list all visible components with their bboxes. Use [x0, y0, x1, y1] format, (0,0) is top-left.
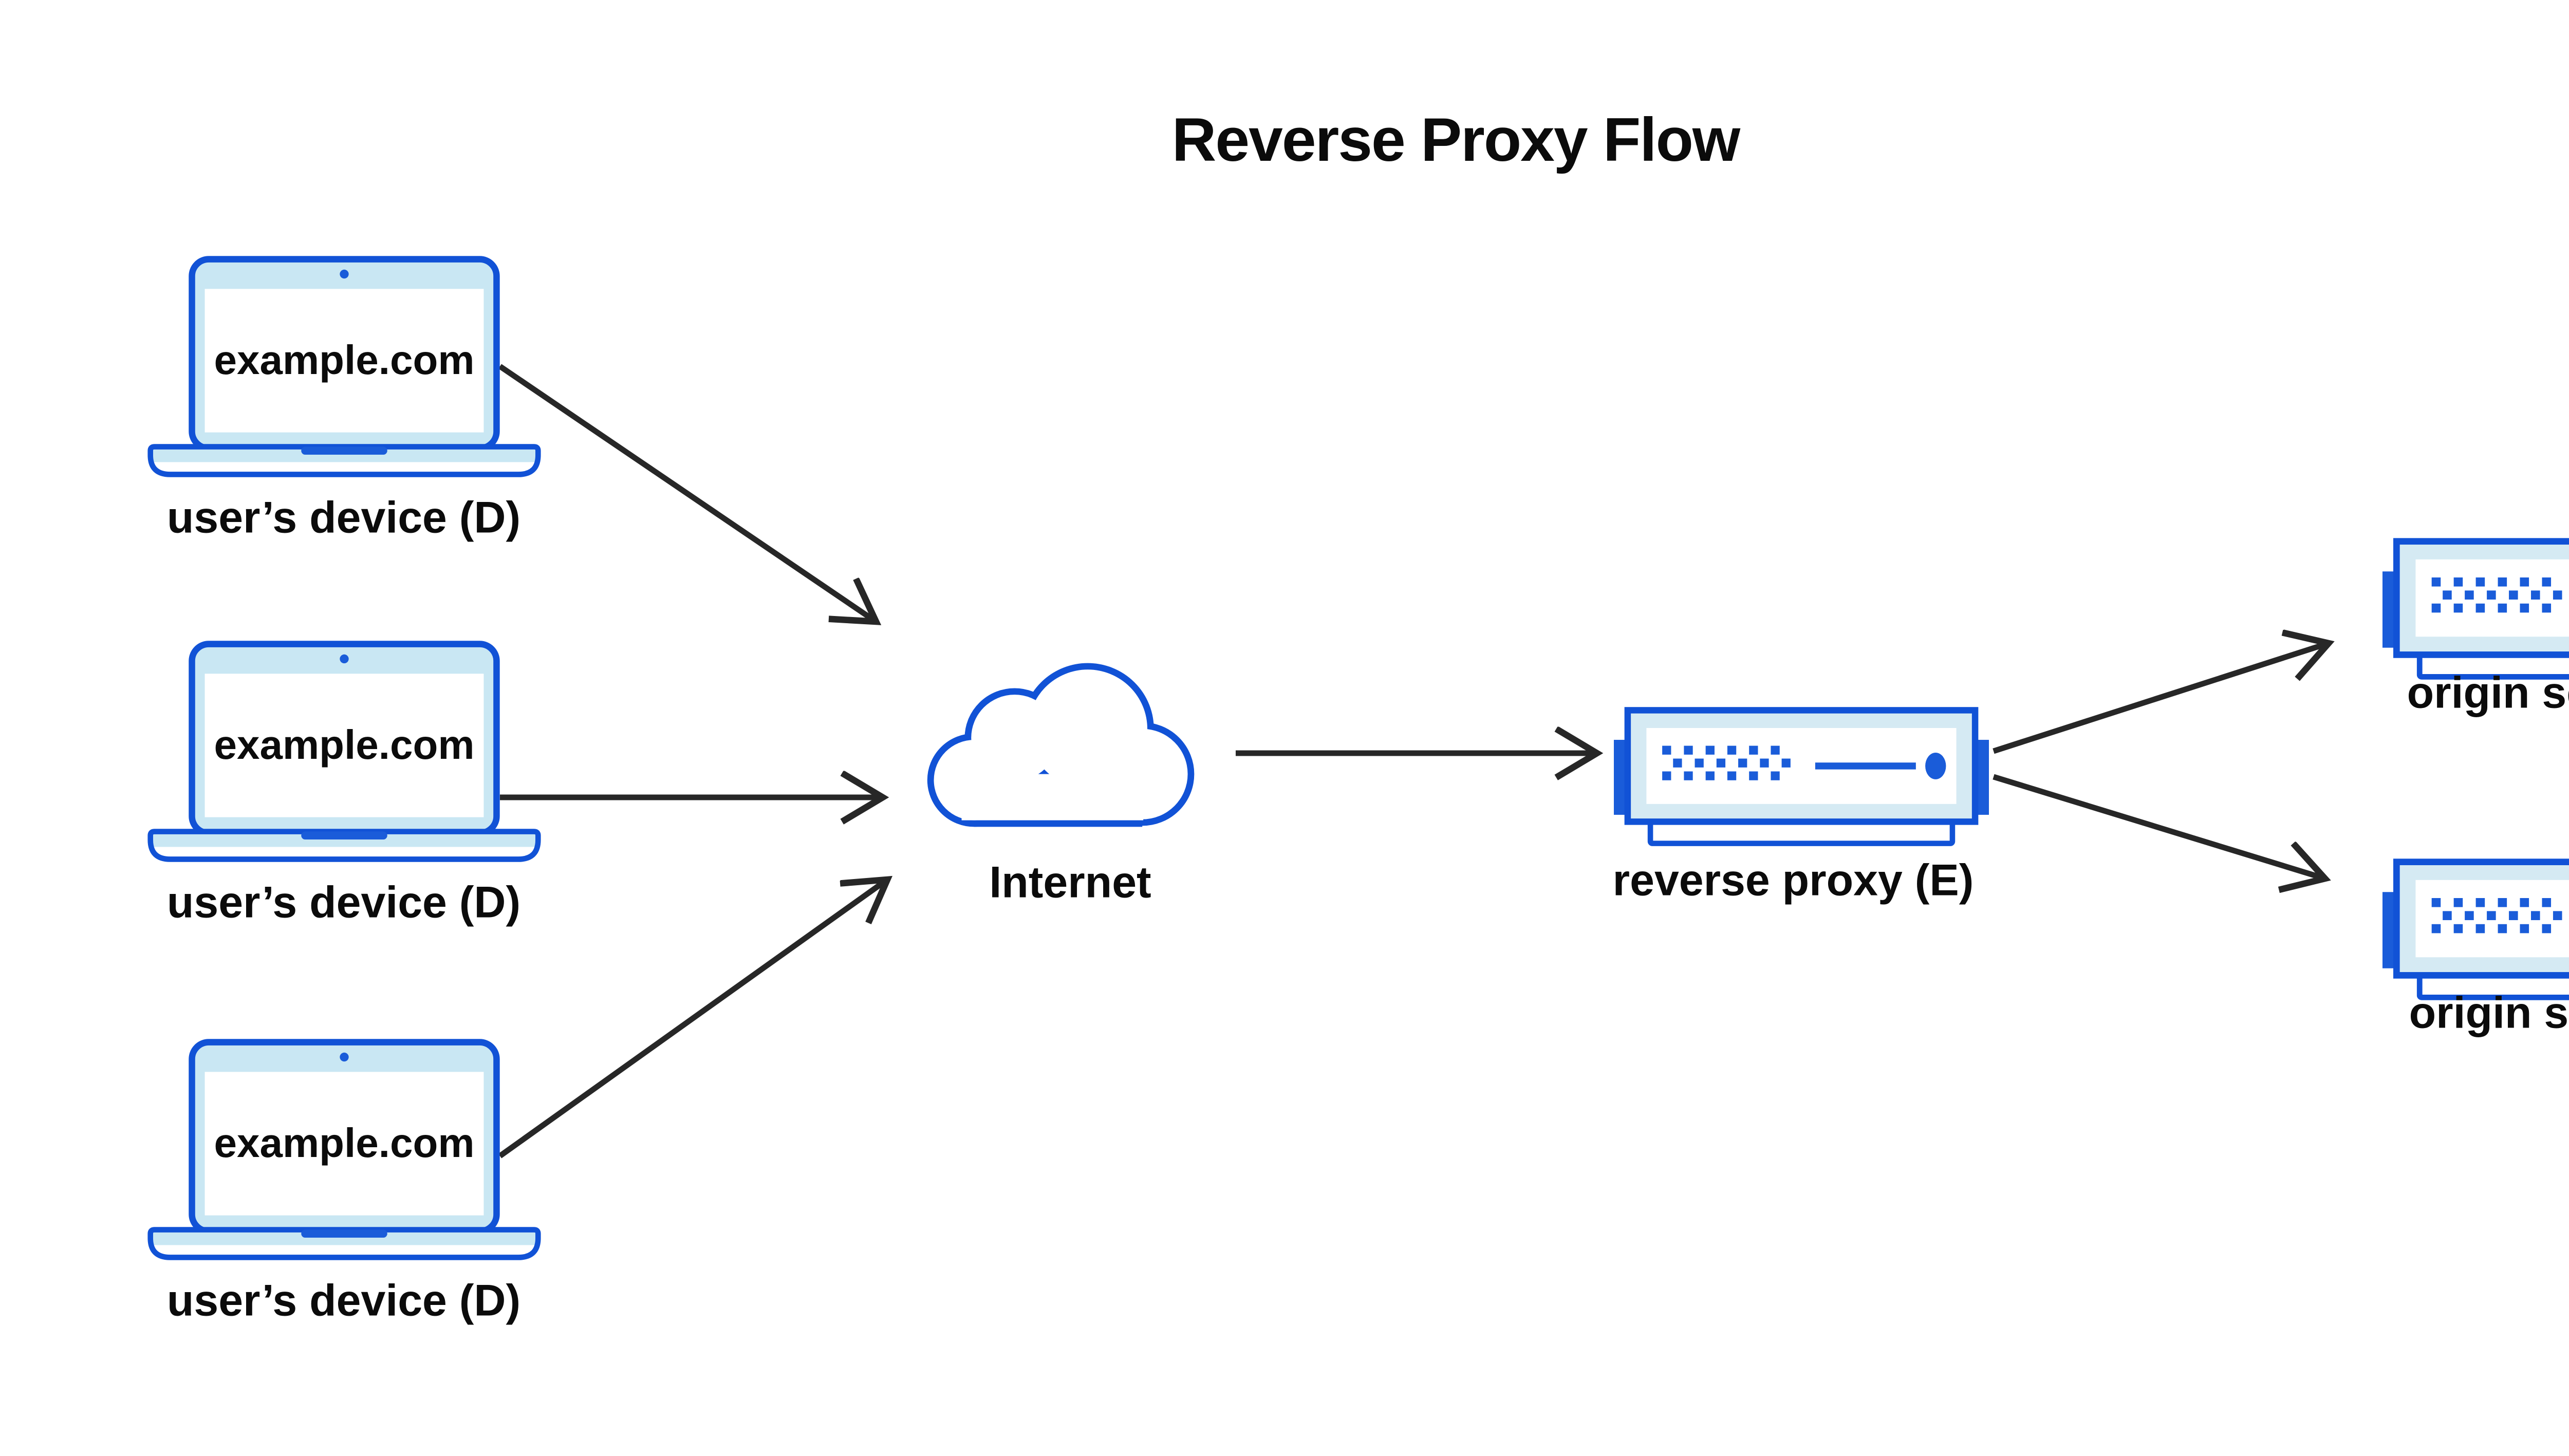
server-icon	[1614, 703, 1989, 851]
arrow-device1-to-internet	[498, 364, 876, 622]
arrow-device3-to-internet	[498, 880, 887, 1159]
page-title: Reverse Proxy Flow	[1171, 105, 1741, 174]
server-icon	[2382, 855, 2569, 1005]
device-screen-url: example.com	[214, 337, 475, 383]
device-screen-url: example.com	[214, 722, 475, 768]
internet-label: Internet	[989, 857, 1151, 907]
device-label: user’s device (D)	[166, 1276, 521, 1326]
origin-server-label: origin server (F)	[2409, 988, 2569, 1038]
device-label: user’s device (D)	[166, 493, 521, 543]
device-screen-url: example.com	[214, 1120, 475, 1166]
arrow-proxy-to-origin1	[1993, 643, 2329, 754]
server-icon	[2382, 534, 2569, 685]
device-label: user’s device (D)	[166, 878, 521, 927]
origin-server-label: origin server (F)	[2407, 668, 2569, 718]
arrow-proxy-to-origin2	[1993, 774, 2325, 879]
reverse-proxy-label: reverse proxy (E)	[1612, 855, 1974, 905]
cloud-icon	[921, 654, 1204, 834]
